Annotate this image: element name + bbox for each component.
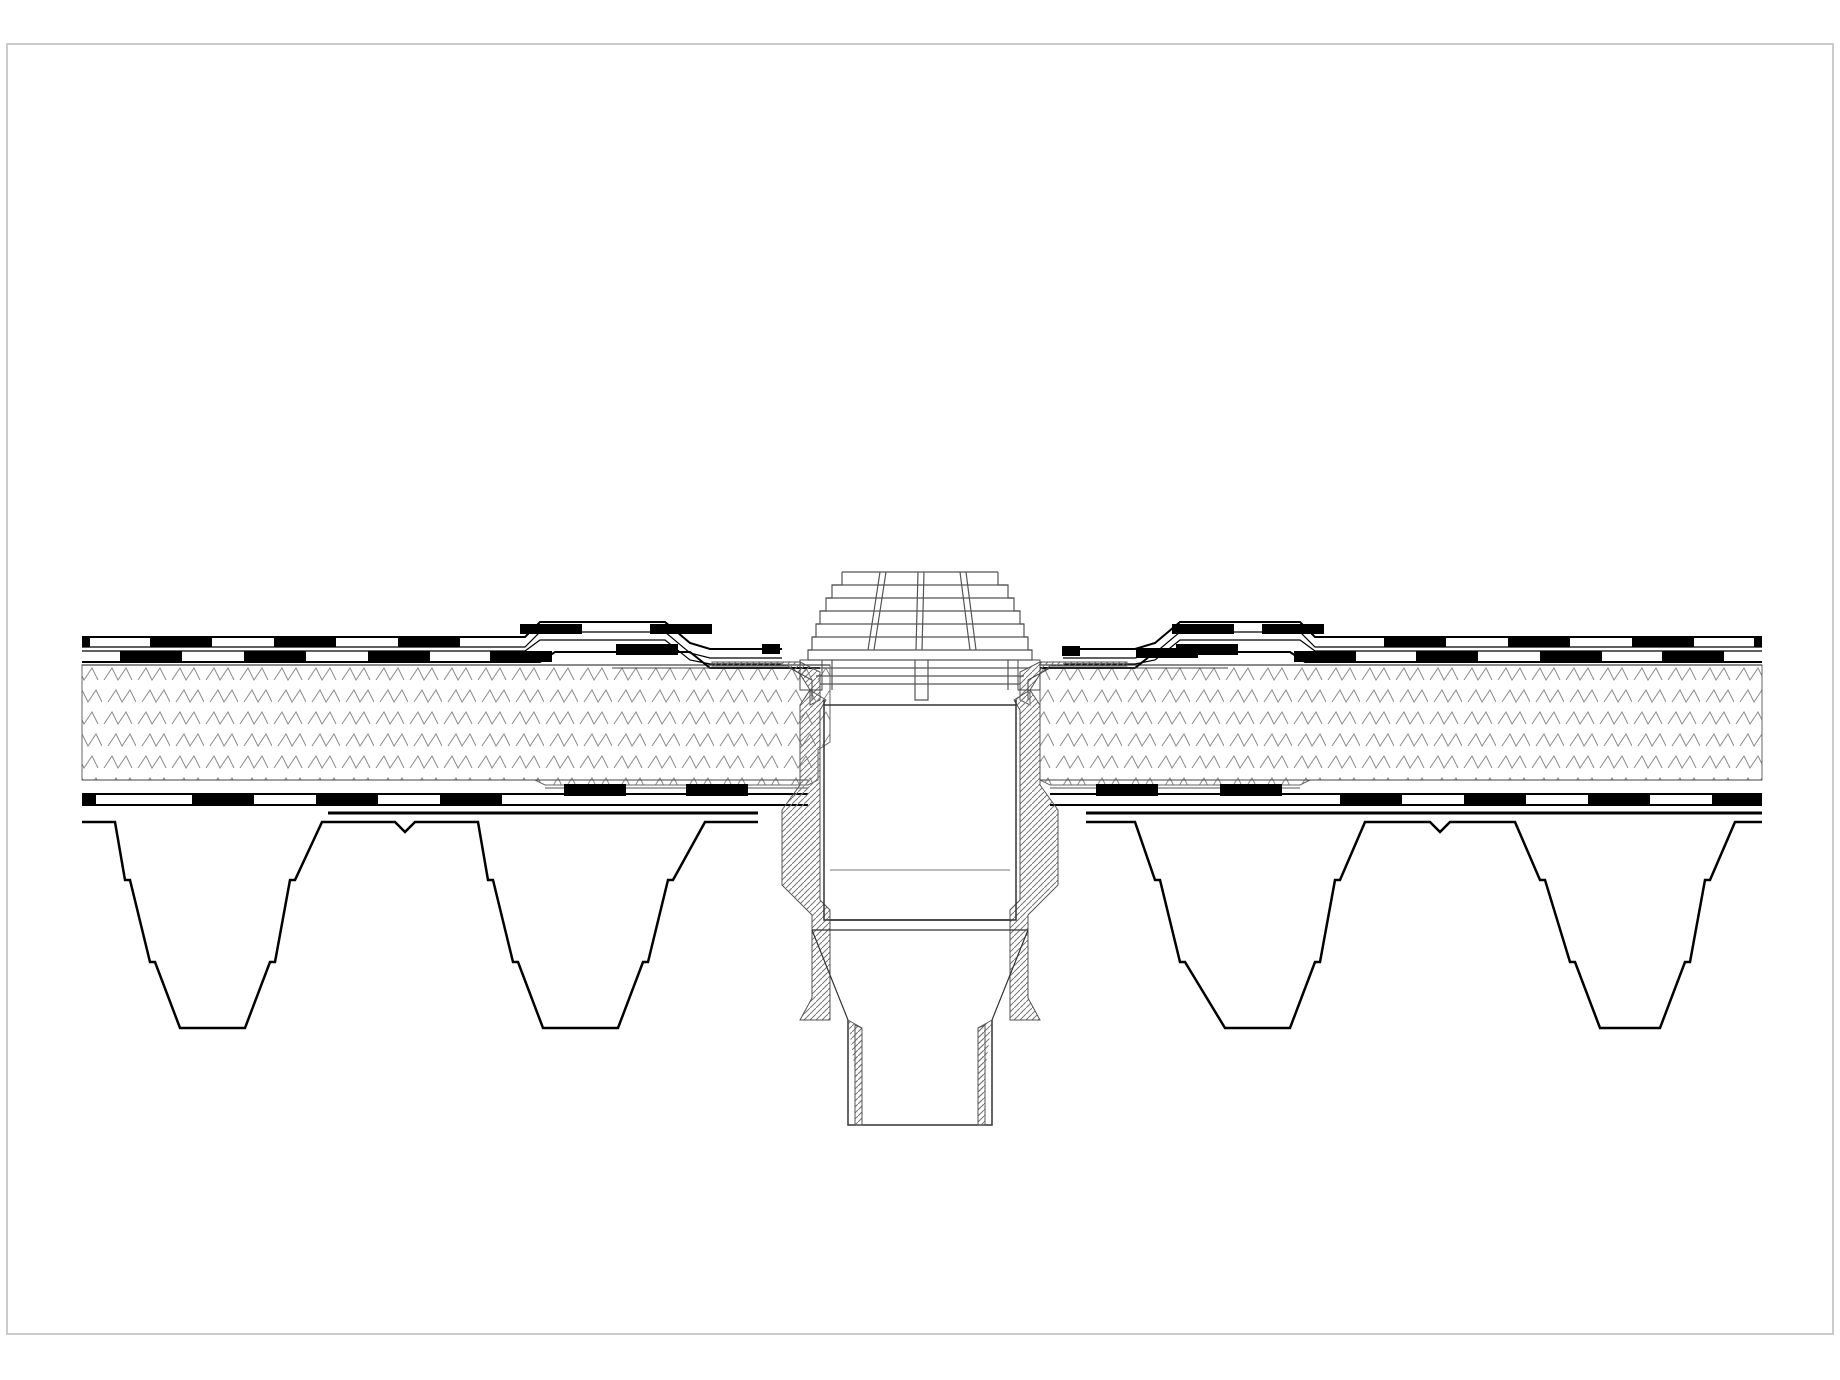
membrane-strip (762, 644, 780, 654)
membrane-strip (650, 624, 712, 634)
barrier-strip (316, 794, 378, 806)
sheet-frame (6, 43, 1834, 1335)
barrier-strip (1096, 784, 1158, 796)
barrier-strip (686, 784, 748, 796)
membrane-strip (1176, 644, 1238, 655)
barrier-strip (1588, 794, 1650, 806)
barrier-strip (1712, 794, 1762, 806)
roof-drain (612, 571, 1228, 1126)
membrane-strip (398, 637, 460, 647)
membrane-strip (1384, 637, 1446, 647)
vapour-barrier-layer (82, 784, 1762, 806)
barrier-strip (1220, 784, 1282, 796)
membrane-strip (1416, 651, 1478, 662)
membrane-strip (1632, 637, 1694, 647)
drain-grating (807, 571, 1033, 701)
membrane-strip (1062, 646, 1080, 656)
membrane-strip (120, 651, 182, 662)
membrane-strip (616, 644, 678, 655)
membrane-strip (244, 651, 306, 662)
membrane-strip (1136, 648, 1198, 658)
membrane-strip (274, 637, 336, 647)
drain-body (781, 689, 1059, 1021)
barrier-strip (82, 794, 96, 806)
trapezoidal-steel-deck (82, 811, 1762, 1030)
membrane-strip (150, 637, 212, 647)
membrane-strip (1754, 637, 1762, 647)
membrane-strip (520, 624, 582, 634)
membrane-strip (82, 637, 90, 647)
membrane-strip (1294, 651, 1356, 662)
membrane-strip (490, 651, 552, 662)
drain-outlet-pipe (847, 1019, 993, 1126)
membrane-strip (1262, 624, 1324, 634)
barrier-strip (1464, 794, 1526, 806)
membrane-strip (368, 651, 430, 662)
insulation-layer (81, 664, 1763, 786)
barrier-strip (564, 784, 626, 796)
membrane-strip (1540, 651, 1602, 662)
membrane-strip (1508, 637, 1570, 647)
barrier-strip (440, 794, 502, 806)
barrier-strip (192, 794, 254, 806)
membrane-strip (1662, 651, 1724, 662)
barrier-strip (1340, 794, 1402, 806)
membrane-strip (1172, 624, 1234, 634)
